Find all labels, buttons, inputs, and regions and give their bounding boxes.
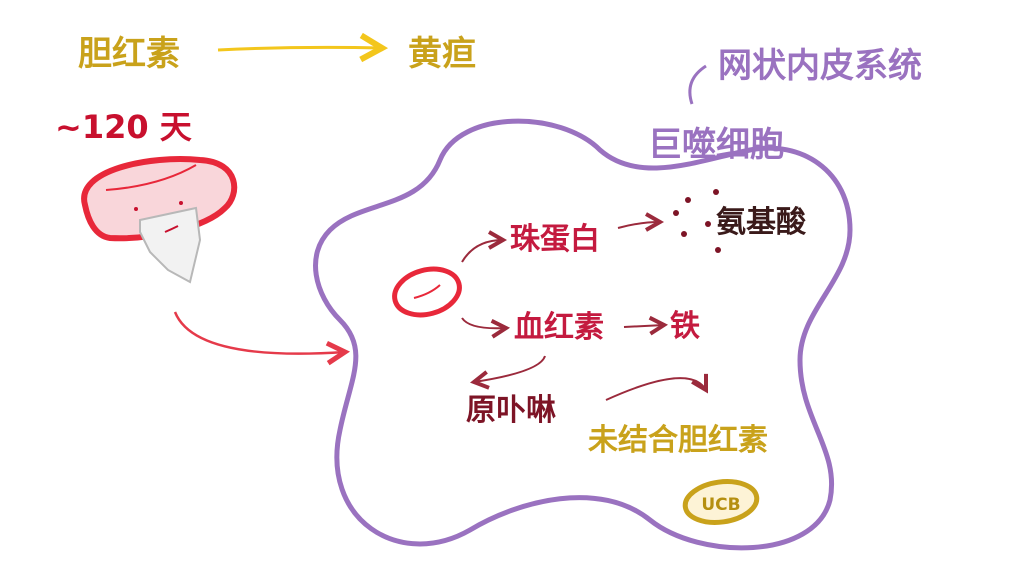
- protoporphyrin-label: 原卟啉: [466, 393, 556, 428]
- engulfed-red-blood-cell-icon: [392, 266, 462, 318]
- old-red-blood-cell-icon: [81, 156, 238, 284]
- ucb-full-label: 未结合胆红素: [588, 423, 768, 458]
- iron-label: 铁: [670, 309, 700, 344]
- res-label: 网状内皮系统: [718, 46, 922, 86]
- res-pointer-line: [688, 64, 707, 105]
- to-heme-arrow: [461, 317, 506, 328]
- rbc-to-macrophage-arrow: [173, 311, 345, 354]
- lifespan-label: ~120 天: [55, 108, 192, 146]
- to-iron-arrow: [623, 325, 664, 327]
- amino-acid-dots: [673, 189, 721, 253]
- to-globin-arrow: [461, 240, 503, 263]
- globin-label: 珠蛋白: [510, 222, 600, 257]
- heme-label: 血红素: [514, 310, 604, 345]
- to-ucb-arrow: [605, 378, 706, 401]
- to-amino-acids-arrow: [617, 222, 660, 228]
- macrophage-label: 巨噬细胞: [648, 125, 784, 165]
- macrophage-cell-outline: [313, 118, 853, 551]
- ucb-badge-text: UCB: [701, 495, 740, 515]
- bilirubin-label: 胆红素: [78, 34, 180, 74]
- to-protoporphyrin-arrow: [474, 355, 546, 382]
- ucb-badge: UCB: [682, 479, 760, 525]
- yellow-arrow: [217, 47, 382, 50]
- jaundice-label: 黄疸: [408, 34, 476, 74]
- amino-acids-label: 氨基酸: [716, 205, 807, 240]
